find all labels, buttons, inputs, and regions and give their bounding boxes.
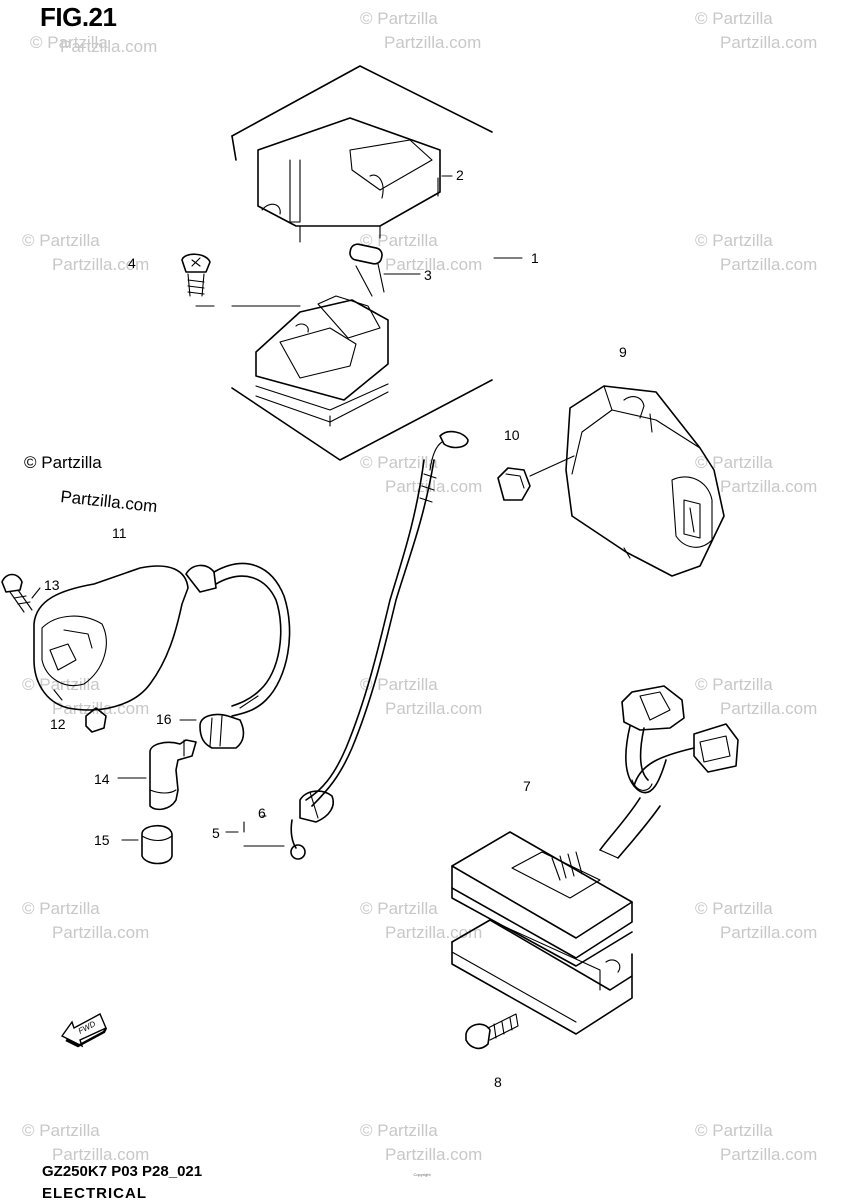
watermark-13: © Partzilla Partzilla.com xyxy=(360,899,482,942)
watermark-text: © Partzilla xyxy=(22,675,100,694)
small-copyright-text: Copyright xyxy=(413,1172,431,1177)
watermark-text: Partzilla.com xyxy=(720,923,817,942)
ignitor-box-assembly xyxy=(181,65,493,461)
watermark-text: © Partzilla xyxy=(695,231,773,250)
callout-13: 13 xyxy=(44,577,60,593)
relay-unit xyxy=(497,385,725,577)
callout-9: 9 xyxy=(619,344,627,360)
callout-6: 6 xyxy=(258,805,266,821)
section-name: ELECTRICAL xyxy=(42,1185,147,1202)
watermark-text: © Partzilla xyxy=(24,453,102,472)
forward-direction-arrow: FWD xyxy=(60,1013,108,1048)
bolt-part-8 xyxy=(465,1013,519,1050)
watermark-6: © Partzilla Partzilla.com xyxy=(695,231,817,274)
watermark-layer: © Partzilla Partzilla.com © Partzilla Pa… xyxy=(22,9,817,1164)
watermark-text: © Partzilla xyxy=(695,899,773,918)
callout-1: 1 xyxy=(531,250,539,266)
watermark-text: Partzilla.com xyxy=(60,37,157,56)
callout-14: 14 xyxy=(94,771,110,787)
watermark-text: © Partzilla xyxy=(360,899,438,918)
watermark-text: Partzilla.com xyxy=(720,255,817,274)
watermark-text: © Partzilla xyxy=(22,1121,100,1140)
callout-11: 11 xyxy=(112,525,127,541)
watermark-4: © Partzilla Partzilla.com xyxy=(22,231,149,274)
watermark-text: Partzilla.com xyxy=(52,923,149,942)
watermark-10: © Partzilla Partzilla.com xyxy=(360,675,482,718)
watermark-text: Partzilla.com xyxy=(720,699,817,718)
watermark-text: Partzilla.com xyxy=(52,699,149,718)
watermark-text: © Partzilla xyxy=(695,1121,773,1140)
watermark-text: Partzilla.com xyxy=(385,923,482,942)
callout-3: 3 xyxy=(424,267,432,283)
watermark-14: © Partzilla Partzilla.com xyxy=(695,899,817,942)
figure-title: FIG.21 xyxy=(40,2,117,32)
watermark-text: © Partzilla xyxy=(360,675,438,694)
screw-part xyxy=(181,253,211,297)
callout-12: 12 xyxy=(50,716,66,732)
watermark-text: Partzilla.com xyxy=(385,699,482,718)
watermark-text: © Partzilla xyxy=(695,9,773,28)
watermark-text: Partzilla.com xyxy=(60,487,159,516)
nut-part xyxy=(497,467,531,501)
ignition-coil xyxy=(1,562,291,733)
watermark-15: © Partzilla Partzilla.com xyxy=(22,1121,149,1164)
watermark-8: © Partzilla Partzilla.com xyxy=(695,453,817,496)
watermark-text: © Partzilla xyxy=(695,453,773,472)
watermark-text: © Partzilla xyxy=(360,1121,438,1140)
seal-part xyxy=(199,713,245,749)
watermark-text: Partzilla.com xyxy=(52,255,149,274)
watermark-text: Partzilla.com xyxy=(385,1145,482,1164)
callout-16: 16 xyxy=(156,711,172,727)
watermark-3: © Partzilla Partzilla.com xyxy=(695,9,817,52)
watermark-17: © Partzilla Partzilla.com xyxy=(695,1121,817,1164)
ground-lead-wire xyxy=(290,430,469,860)
spark-plug-cap xyxy=(149,739,197,811)
model-code: GZ250K7 P03 P28_021 xyxy=(42,1163,203,1180)
watermark-text: Partzilla.com xyxy=(720,477,817,496)
callout-labels: 1 2 3 4 5 6 7 8 9 10 11 12 13 14 15 16 xyxy=(44,167,627,1090)
callout-10: 10 xyxy=(504,427,520,443)
watermark-text: Partzilla.com xyxy=(720,1145,817,1164)
watermark-16: © Partzilla Partzilla.com xyxy=(360,1121,482,1164)
watermark-text: Partzilla.com xyxy=(384,33,481,52)
watermark-9: © Partzilla Partzilla.com xyxy=(22,675,149,718)
callout-7: 7 xyxy=(523,778,531,794)
watermark-text: Partzilla.com xyxy=(385,255,482,274)
bolt-part-13 xyxy=(1,573,33,613)
cap-part xyxy=(299,790,334,823)
watermark-text: © Partzilla xyxy=(22,899,100,918)
watermark-text: Partzilla.com xyxy=(385,477,482,496)
watermark-text: Partzilla.com xyxy=(720,33,817,52)
callout-8: 8 xyxy=(494,1074,502,1090)
leader-lines xyxy=(31,175,523,847)
watermark-prominent: © Partzilla Partzilla.com xyxy=(24,453,158,516)
watermark-1: © Partzilla Partzilla.com xyxy=(30,33,157,56)
watermark-text: © Partzilla xyxy=(22,231,100,250)
watermark-text: © Partzilla xyxy=(695,675,773,694)
watermark-text: Partzilla.com xyxy=(52,1145,149,1164)
callout-2: 2 xyxy=(456,167,464,183)
terminal-part xyxy=(290,819,306,860)
watermark-text: © Partzilla xyxy=(360,453,438,472)
callout-5: 5 xyxy=(212,825,220,841)
watermark-text: © Partzilla xyxy=(30,33,108,52)
watermark-7: © Partzilla Partzilla.com xyxy=(360,453,482,496)
watermark-11: © Partzilla Partzilla.com xyxy=(695,675,817,718)
watermark-text: © Partzilla xyxy=(360,9,438,28)
callout-15: 15 xyxy=(94,832,110,848)
bushing-part xyxy=(85,707,107,733)
watermark-2: © Partzilla Partzilla.com xyxy=(360,9,481,52)
cap-seal xyxy=(141,824,173,865)
watermark-12: © Partzilla Partzilla.com xyxy=(22,899,149,942)
callout-4: 4 xyxy=(128,255,136,271)
regulator-rectifier xyxy=(451,685,739,1050)
